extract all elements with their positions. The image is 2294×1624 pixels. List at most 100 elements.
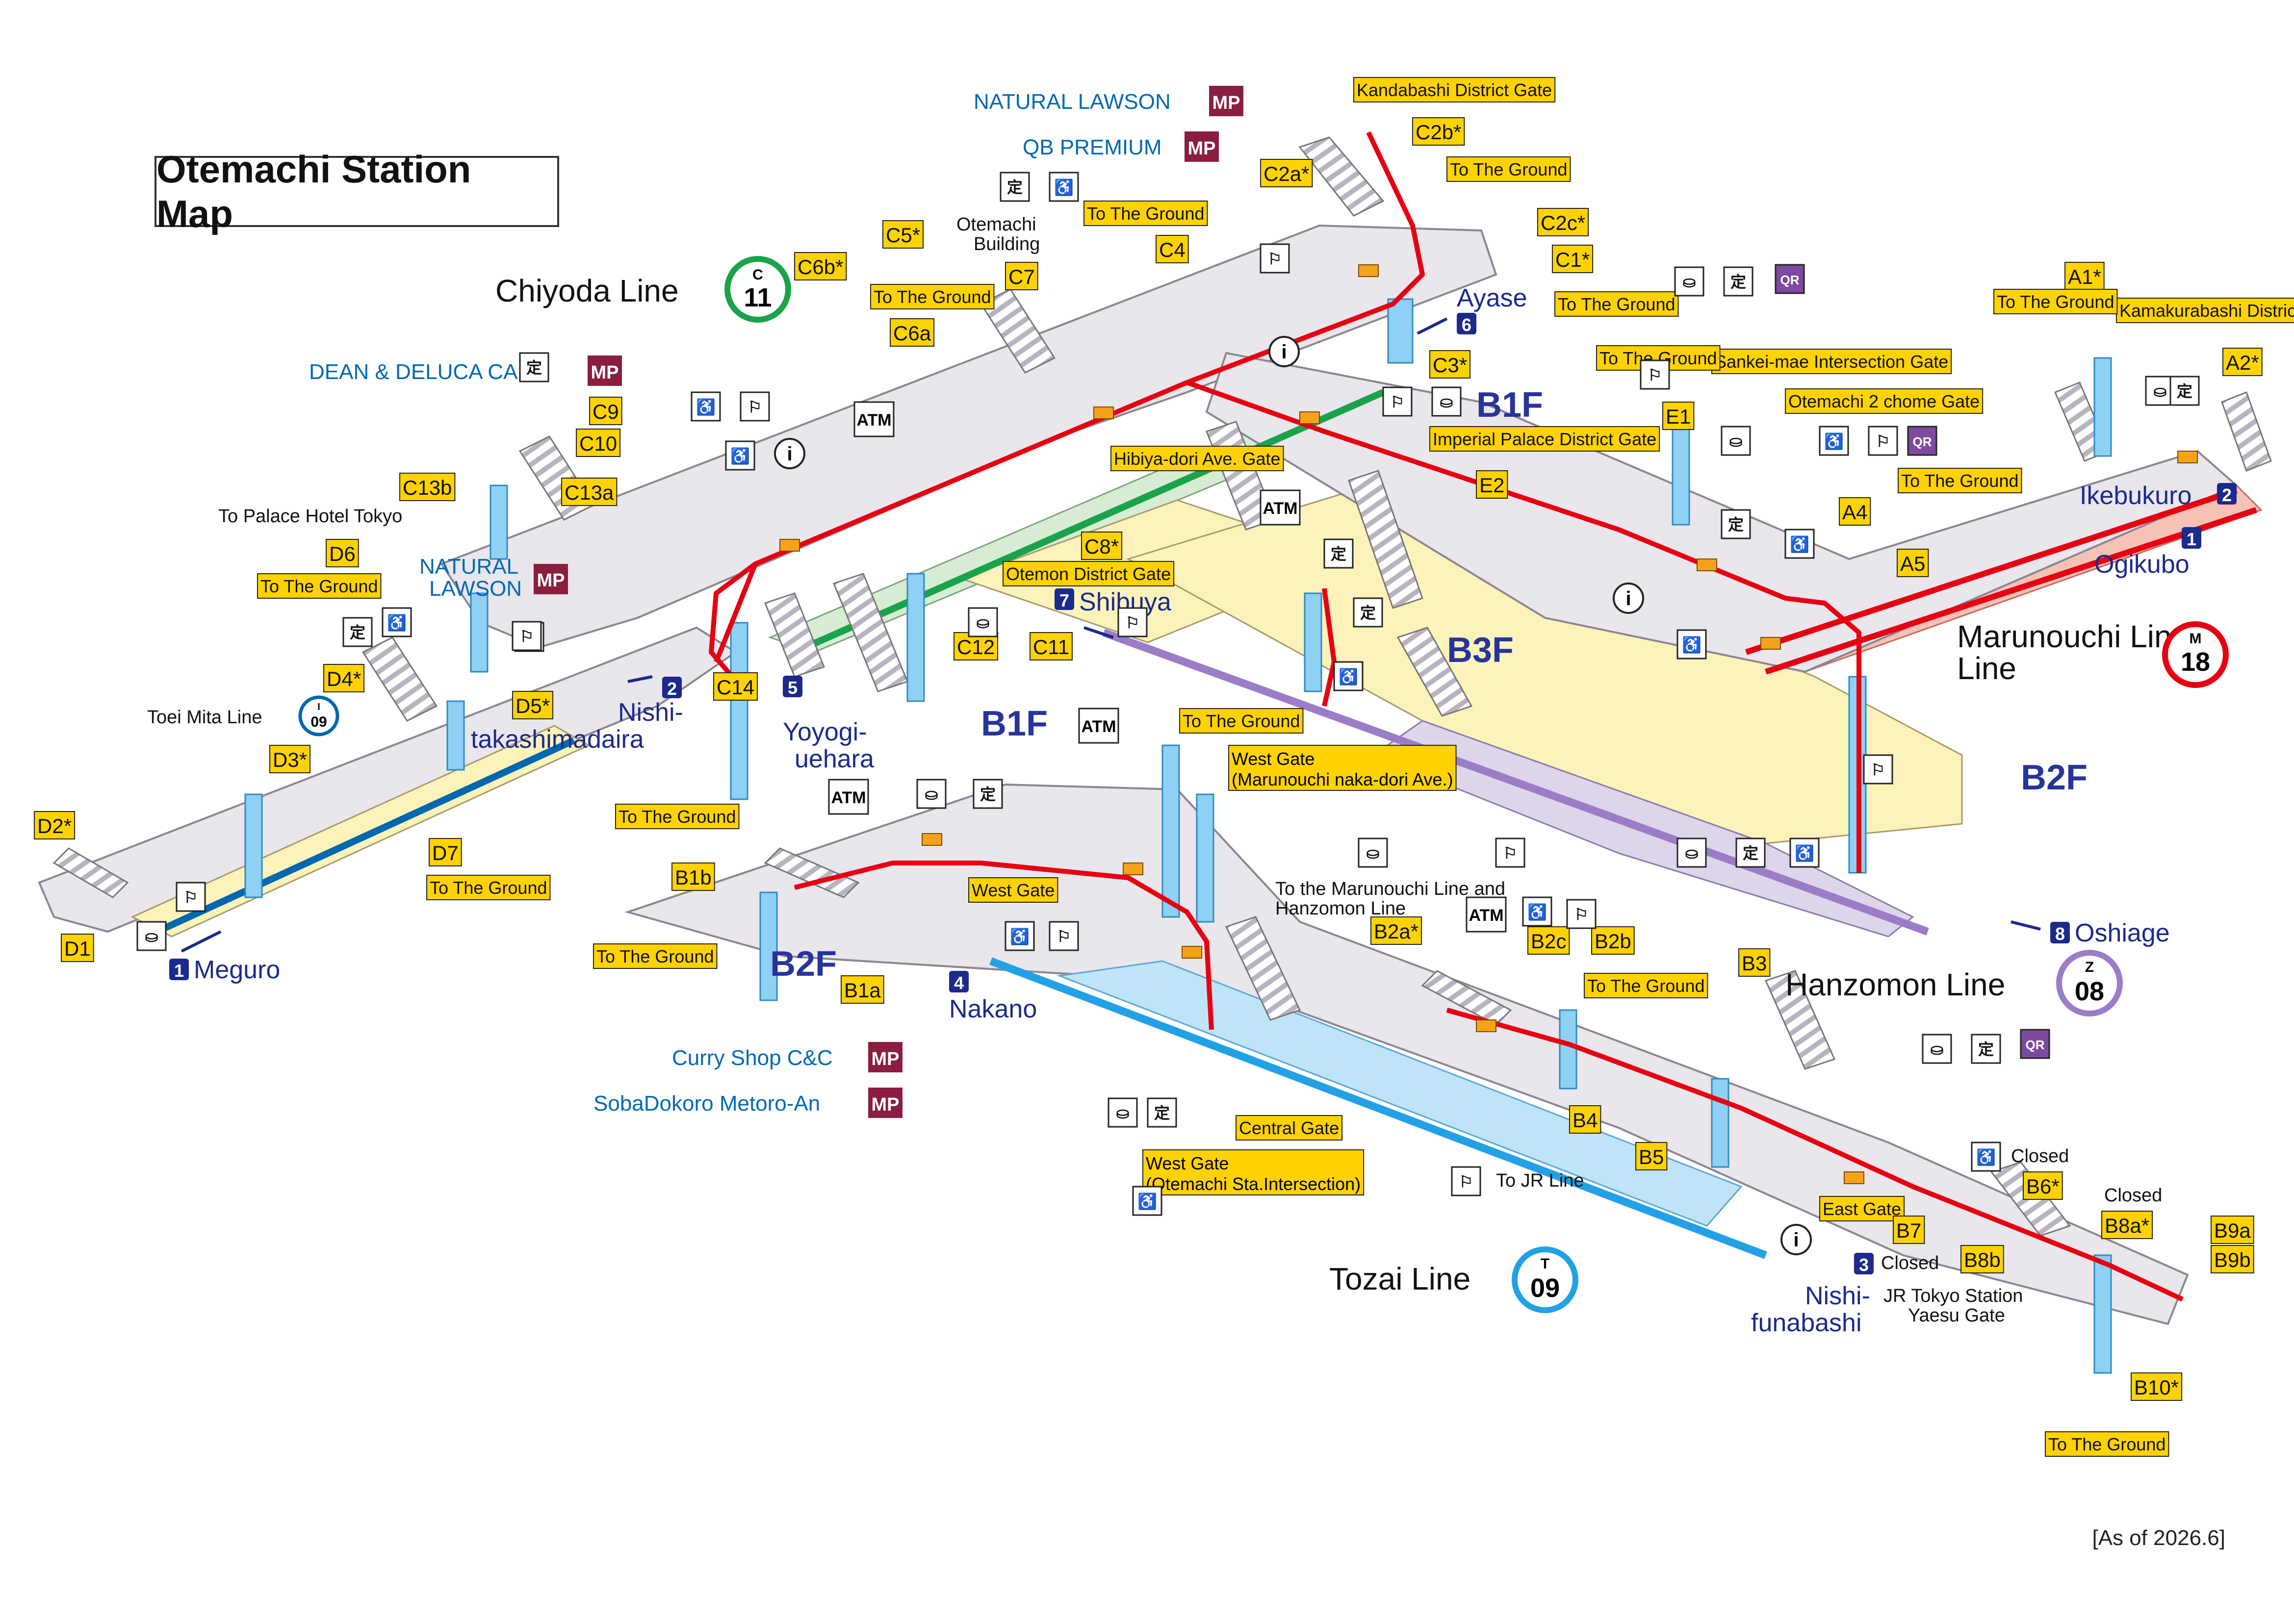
svg-text:⛀: ⛀	[1366, 844, 1380, 862]
gate-label: Kandabashi District Gate	[1353, 77, 1556, 102]
facility-icons: 定♿⚐⛀定♿⚐⛀定♿⚐⛀定♿⚐⛀定♿⚐⛀定♿⚐⛀定♿⚐⛀定♿⚐⛀定♿⚐⛀定♿⚐⛀…	[136, 172, 2200, 1255]
svg-text:⚐: ⚐	[1268, 250, 1282, 268]
svg-text:2: 2	[2222, 485, 2232, 505]
svg-text:♿: ♿	[1976, 1148, 1996, 1166]
gate-label: Central Gate	[1236, 1115, 1343, 1141]
svg-text:Meguro: Meguro	[194, 956, 280, 984]
exit-b9b: B9b	[2211, 1245, 2254, 1273]
info-icon: i	[1268, 336, 1300, 367]
svg-text:♿: ♿	[1054, 178, 1074, 196]
svg-text:ATM: ATM	[856, 411, 891, 430]
office-icon: ⚐	[1260, 243, 1290, 274]
svg-text:⚐: ⚐	[1126, 614, 1140, 632]
to-ground-label: To The Ground	[1179, 708, 1304, 734]
to-ground-label: To The Ground	[615, 804, 740, 829]
svg-text:QR: QR	[1913, 434, 1932, 449]
machine-icon: ⛀	[136, 921, 167, 951]
svg-text:B2b: B2b	[1595, 930, 1631, 953]
svg-text:⚐: ⚐	[520, 628, 534, 645]
office-icon: ⚐	[740, 391, 770, 422]
svg-text:B3: B3	[1742, 952, 1767, 975]
floor-label-b1f-center: B1F	[981, 704, 1048, 743]
svg-text:定: 定	[980, 786, 996, 803]
svg-text:⚐: ⚐	[1648, 366, 1662, 384]
exit-b1b: B1b	[671, 863, 715, 891]
direction-nishi-takashimadaira: 2 Nishi- takashimadaira	[471, 675, 683, 754]
atm-icon: ATM	[1466, 896, 1507, 933]
to-ground-label: To The Ground	[870, 284, 995, 309]
accessible-icon: ♿	[691, 391, 721, 422]
gate-label: Otemon District Gate	[1003, 561, 1175, 586]
exit-d3: D3*	[269, 745, 311, 773]
line-chiyoda: Chiyoda Line C 11	[495, 256, 791, 323]
svg-text:⚐: ⚐	[1057, 928, 1071, 945]
svg-text:B2a*: B2a*	[1374, 920, 1418, 943]
svg-text:D1: D1	[64, 937, 91, 960]
svg-text:2: 2	[667, 679, 677, 699]
exit-c6b: C6b*	[794, 252, 847, 280]
svg-text:Oshiage: Oshiage	[2075, 919, 2170, 947]
elevator-shafts	[244, 298, 2112, 1374]
svg-text:定: 定	[1154, 1104, 1170, 1122]
svg-text:B4: B4	[1572, 1109, 1598, 1132]
hanzomon-track	[1102, 629, 1929, 936]
office-icon: ⚐	[1863, 754, 1893, 785]
ticket-icon: 定	[1735, 837, 1766, 868]
chiyoda-track	[793, 389, 1385, 656]
exit-e1: E1	[1662, 402, 1695, 430]
svg-text:A1*: A1*	[2068, 265, 2101, 288]
to-ground-label: To The Ground	[1554, 291, 1679, 317]
svg-text:D3*: D3*	[273, 748, 307, 771]
svg-text:Kamakurabashi District Gate: Kamakurabashi District Gate	[2119, 301, 2294, 321]
svg-text:Central Gate: Central Gate	[1239, 1118, 1339, 1138]
office-icon: ⚐	[1640, 359, 1670, 390]
direction-oshiage: 8 Oshiage	[2010, 919, 2170, 947]
gate-label-west-marunouchi: West Gate(Marunouchi naka-dori Ave.)	[1228, 745, 1457, 791]
accessible-route-west	[709, 562, 757, 688]
svg-text:M: M	[2190, 631, 2202, 647]
svg-text:DEAN & DELUCA CAFE: DEAN & DELUCA CAFE	[309, 360, 545, 384]
ticket-icon: 定	[342, 617, 373, 647]
svg-text:1: 1	[2187, 529, 2196, 549]
svg-text:⛀: ⛀	[1685, 844, 1699, 862]
exit-c5: C5*	[882, 220, 924, 249]
svg-text:⛀: ⛀	[977, 614, 990, 632]
svg-text:08: 08	[2075, 977, 2104, 1006]
svg-text:定: 定	[526, 359, 542, 377]
svg-text:C12: C12	[957, 635, 995, 659]
tozai-concourse-floor	[624, 783, 2189, 1325]
office-icon: ⚐	[1382, 386, 1413, 417]
svg-text:4: 4	[954, 973, 964, 993]
office-icon: ⚐	[1868, 426, 1898, 456]
svg-text:⛀: ⛀	[1116, 1104, 1130, 1122]
svg-text:11: 11	[744, 283, 772, 312]
svg-text:To The Ground: To The Ground	[596, 946, 714, 966]
direction-ikebukuro: Ikebukuro 2	[2080, 482, 2237, 510]
svg-text:⚐: ⚐	[748, 398, 762, 416]
svg-text:♿: ♿	[387, 614, 407, 632]
office-icon: ⚐	[1495, 837, 1525, 868]
exit-c9: C9	[589, 397, 622, 425]
svg-text:B1a: B1a	[844, 979, 881, 1002]
qr-icon: QR	[1907, 426, 1937, 456]
svg-text:♿: ♿	[1339, 668, 1358, 685]
svg-text:C10: C10	[579, 432, 617, 455]
line-tozai: Tozai Line T 09	[1329, 1246, 1578, 1313]
shop-dean-deluca: DEAN & DELUCA CAFE MP	[309, 355, 622, 386]
svg-text:Nishi-: Nishi-	[1805, 1282, 1870, 1310]
svg-text:To The Ground: To The Ground	[2048, 1434, 2165, 1454]
exit-a1: A1*	[2064, 262, 2105, 290]
svg-text:Curry Shop C&C: Curry Shop C&C	[672, 1046, 833, 1070]
ticket-icon: 定	[519, 352, 549, 382]
svg-text:QB PREMIUM: QB PREMIUM	[1023, 135, 1162, 159]
svg-text:Imperial Palace District Gate: Imperial Palace District Gate	[1433, 429, 1656, 449]
exit-d5: D5*	[512, 691, 554, 719]
note-to-jr: To JR Line	[1496, 1170, 1584, 1191]
svg-text:B9b: B9b	[2214, 1248, 2251, 1271]
machine-icon: ⛀	[1358, 837, 1388, 868]
machine-icon: ⛀	[1108, 1097, 1138, 1128]
exit-c3: C3*	[1429, 350, 1471, 379]
machine-icon: ⛀	[1922, 1034, 1952, 1064]
exit-labels: C2b*C2a*C2c*C1*C3*C4C5*C6b*C6aC7C8*C9C10…	[34, 117, 2263, 1401]
